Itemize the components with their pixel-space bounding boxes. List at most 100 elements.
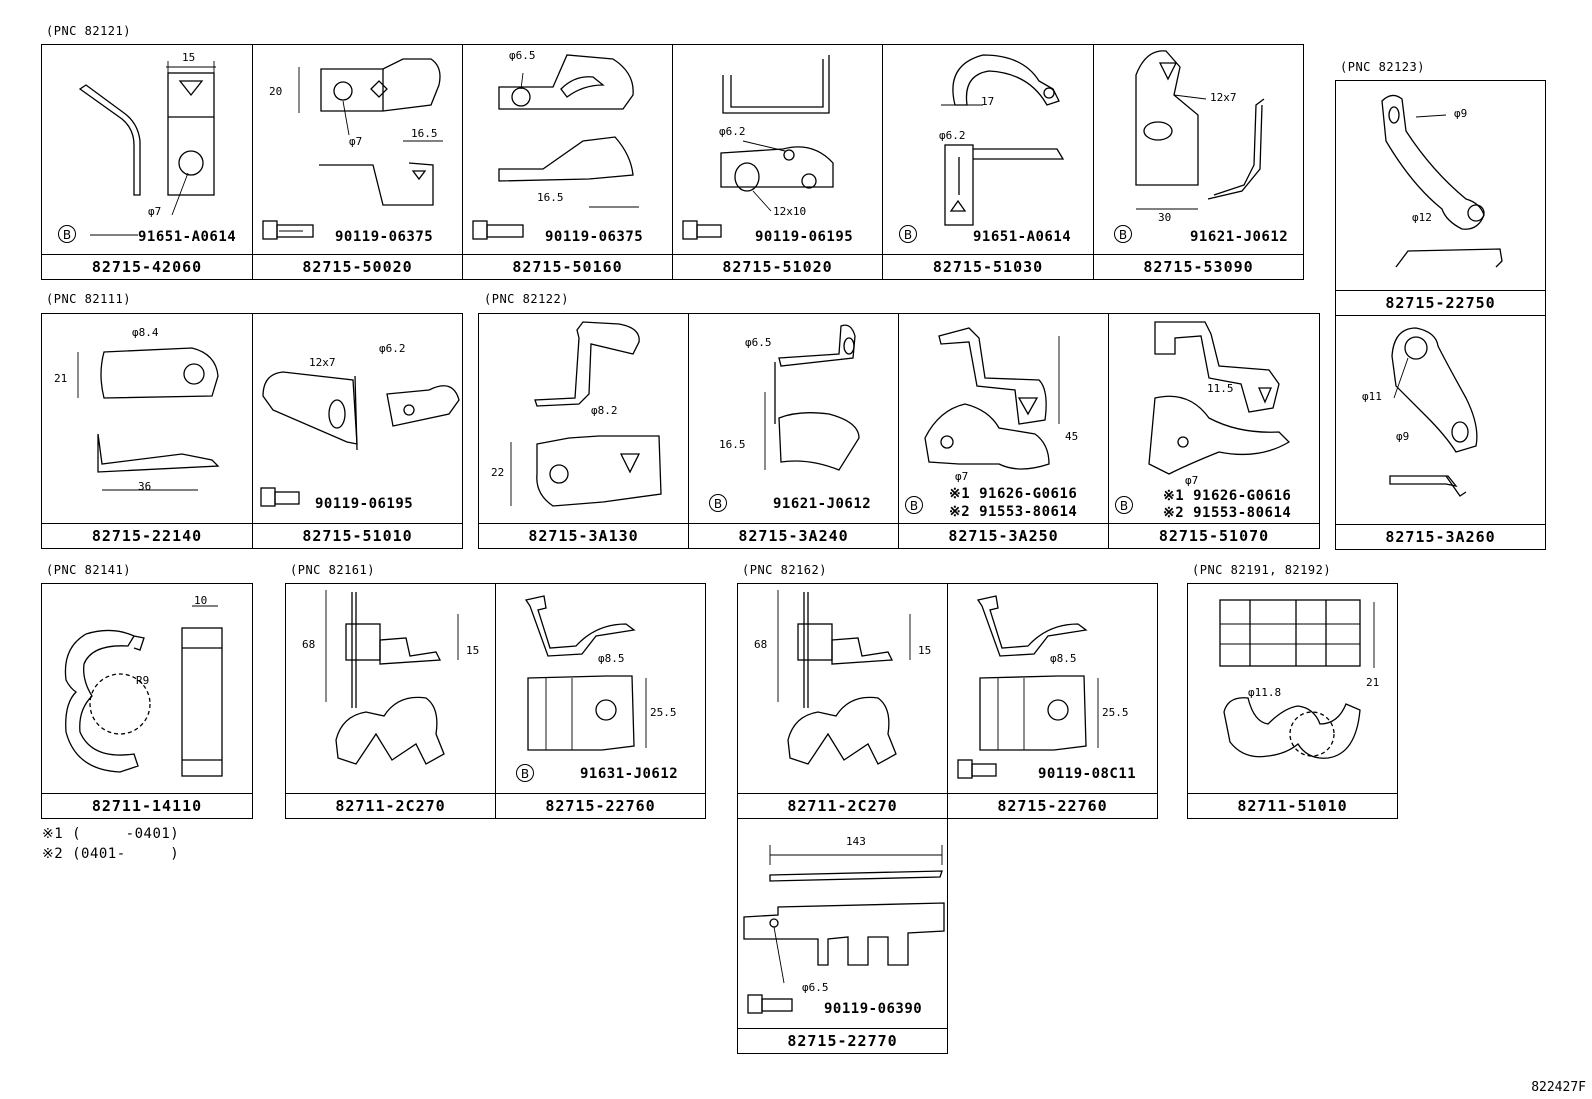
subpart-number[interactable]: 91621-J0612 xyxy=(773,496,872,512)
part-cell-82715-42060[interactable]: 15 φ7 B 91651-A0614 82715-42060 xyxy=(41,44,253,280)
dim-offset: 15 xyxy=(918,644,932,657)
part-cell-82715-53090[interactable]: 12x7 30 B 91621-J0612 82715-53090 xyxy=(1093,44,1304,280)
part-cell-82715-51030[interactable]: 17 φ6.2 B 91651-A0614 82715-51030 xyxy=(882,44,1094,280)
clamp-drawing xyxy=(777,590,911,765)
dim-width: 30 xyxy=(1158,211,1172,224)
dim-height: 68 xyxy=(754,638,768,651)
bracket-drawing xyxy=(1135,50,1265,210)
subpart-number-1[interactable]: ※1 91626-G0616 xyxy=(949,486,1078,502)
part-number[interactable]: 82715-3A250 xyxy=(899,523,1108,548)
part-cell-82715-50160[interactable]: φ6.5 16.5 90119-06375 82715-50160 xyxy=(462,44,673,280)
dim-length: 143 xyxy=(846,835,866,848)
pnc-label-82162: (PNC 82162) xyxy=(742,563,827,577)
part-cell-82711-51010[interactable]: φ11.8 21 82711-51010 xyxy=(1187,583,1398,819)
part-number[interactable]: 82711-14110 xyxy=(42,793,252,818)
part-illustration: 12x7 30 B 91621-J0612 xyxy=(1094,45,1303,255)
dim-hole: φ6.2 xyxy=(939,129,966,142)
part-number[interactable]: 82715-22140 xyxy=(42,523,252,548)
part-cell-82715-22140[interactable]: φ8.4 21 36 82715-22140 xyxy=(41,313,253,549)
bracket-drawing xyxy=(743,845,945,1014)
part-number[interactable]: 82715-22760 xyxy=(948,793,1157,818)
subpart-number[interactable]: 91651-A0614 xyxy=(973,229,1072,245)
dim-hole: φ6.2 xyxy=(719,125,746,138)
subpart-number[interactable]: 90119-06195 xyxy=(755,229,854,245)
dim-length: 25.5 xyxy=(650,706,677,719)
dim-hole: φ7 xyxy=(148,205,162,218)
subpart-number[interactable]: 90119-06375 xyxy=(335,229,434,245)
part-cell-82715-51010[interactable]: 12x7 φ6.2 90119-06195 82715-51010 xyxy=(252,313,463,549)
part-cell-82715-3A240[interactable]: φ6.5 16.5 B 91621-J0612 82715-3A240 xyxy=(688,313,899,549)
dim-hole: φ8.5 xyxy=(598,652,625,665)
part-cell-82715-3A260[interactable]: φ11 φ9 82715-3A260 xyxy=(1335,315,1546,550)
part-cell-82715-50020[interactable]: 20 φ7 16.5 90119-06375 82715-50020 xyxy=(252,44,463,280)
part-number[interactable]: 82715-51020 xyxy=(673,254,882,279)
part-cell-82715-3A250[interactable]: 45 φ7 B ※1 91626-G0616 ※2 91553-80614 82… xyxy=(898,313,1109,549)
subpart-number[interactable]: 90119-08C11 xyxy=(1038,766,1137,782)
part-number[interactable]: 82715-51030 xyxy=(883,254,1093,279)
part-number[interactable]: 82715-53090 xyxy=(1094,254,1303,279)
dim-hole-small: φ9 xyxy=(1454,107,1468,120)
part-cell-82715-51070[interactable]: 11.5 φ7 B ※1 91626-G0616 ※2 91553-80614 … xyxy=(1108,313,1320,549)
part-cell-82715-51020[interactable]: φ6.2 12x10 90119-06195 82715-51020 xyxy=(672,44,883,280)
dim-hole: φ6.5 xyxy=(745,336,772,349)
part-cell-82715-3A130[interactable]: φ8.2 22 82715-3A130 xyxy=(478,313,689,549)
footnote-1: ※1 ( -0401) xyxy=(42,826,180,842)
part-cell-82715-22760[interactable]: φ8.5 25.5 B 91631-J0612 82715-22760 xyxy=(495,583,706,819)
part-number[interactable]: 82715-50020 xyxy=(253,254,462,279)
subpart-number[interactable]: 91651-A0614 xyxy=(138,229,237,245)
part-number[interactable]: 82715-3A260 xyxy=(1336,524,1545,549)
dim-slot: 12x7 xyxy=(309,356,336,369)
part-cell-82715-22770[interactable]: 143 φ6.5 90119-06390 82715-22770 xyxy=(737,818,948,1054)
dim-offset: 15 xyxy=(466,644,480,657)
part-illustration: φ6.5 16.5 90119-06375 xyxy=(463,45,672,255)
part-number[interactable]: 82715-22760 xyxy=(496,793,705,818)
dim-hole-large: φ11 xyxy=(1362,390,1382,403)
part-number[interactable]: 82715-22770 xyxy=(738,1028,947,1053)
dim-hole: φ6.5 xyxy=(509,49,536,62)
part-number[interactable]: 82715-3A130 xyxy=(479,523,688,548)
part-number[interactable]: 82715-50160 xyxy=(463,254,672,279)
part-cell-82711-2C270-b[interactable]: 68 15 82711-2C270 xyxy=(737,583,948,819)
dim-width: 10 xyxy=(194,594,208,607)
subpart-number[interactable]: 91621-J0612 xyxy=(1190,229,1289,245)
clamp-drawing xyxy=(1219,599,1375,759)
subpart-number-2[interactable]: ※2 91553-80614 xyxy=(949,504,1078,520)
part-number[interactable]: 82711-2C270 xyxy=(738,793,947,818)
part-illustration: 12x7 φ6.2 90119-06195 xyxy=(253,314,462,524)
bracket-drawing xyxy=(262,58,443,240)
part-illustration: φ8.5 25.5 90119-08C11 xyxy=(948,584,1157,794)
subpart-number[interactable]: 90119-06390 xyxy=(824,1001,923,1017)
dim-height: 20 xyxy=(269,85,283,98)
dim-hole: φ8.2 xyxy=(591,404,618,417)
dim-height: 45 xyxy=(1065,430,1079,443)
subpart-number[interactable]: 91631-J0612 xyxy=(580,766,679,782)
part-illustration: φ8.2 22 xyxy=(479,314,688,524)
clamp-drawing xyxy=(64,605,223,777)
part-number[interactable]: 82715-3A240 xyxy=(689,523,898,548)
subpart-number[interactable]: 90119-06195 xyxy=(315,496,414,512)
part-number[interactable]: 82715-51070 xyxy=(1109,523,1319,548)
dim-hole: φ6.2 xyxy=(379,342,406,355)
part-illustration: φ11.8 21 xyxy=(1188,584,1397,794)
b-mark-icon: B xyxy=(709,494,727,512)
dim-slot: 12x7 xyxy=(1210,91,1237,104)
bracket-drawing xyxy=(764,324,860,471)
part-cell-82715-22760-b[interactable]: φ8.5 25.5 90119-08C11 82715-22760 xyxy=(947,583,1158,819)
dim-slot: 12x10 xyxy=(773,205,807,218)
part-number[interactable]: 82711-2C270 xyxy=(286,793,495,818)
bracket-drawing xyxy=(1389,327,1478,497)
subpart-number[interactable]: 90119-06375 xyxy=(545,229,644,245)
subpart-number-1[interactable]: ※1 91626-G0616 xyxy=(1163,488,1292,504)
part-number[interactable]: 82711-51010 xyxy=(1188,793,1397,818)
dim-hole: φ7 xyxy=(1185,474,1199,487)
subpart-number-2[interactable]: ※2 91553-80614 xyxy=(1163,505,1292,521)
part-illustration: φ9 φ12 xyxy=(1336,81,1545,291)
part-number[interactable]: 82715-22750 xyxy=(1336,290,1545,315)
part-cell-82715-22750[interactable]: φ9 φ12 82715-22750 xyxy=(1335,80,1546,316)
part-number[interactable]: 82715-51010 xyxy=(253,523,462,548)
dim-hole: φ11.8 xyxy=(1248,686,1282,699)
part-number[interactable]: 82715-42060 xyxy=(42,254,252,279)
part-cell-82711-14110[interactable]: 10 R9 82711-14110 xyxy=(41,583,253,819)
part-cell-82711-2C270[interactable]: 68 15 82711-2C270 xyxy=(285,583,496,819)
footnote-2: ※2 (0401- ) xyxy=(42,846,180,862)
